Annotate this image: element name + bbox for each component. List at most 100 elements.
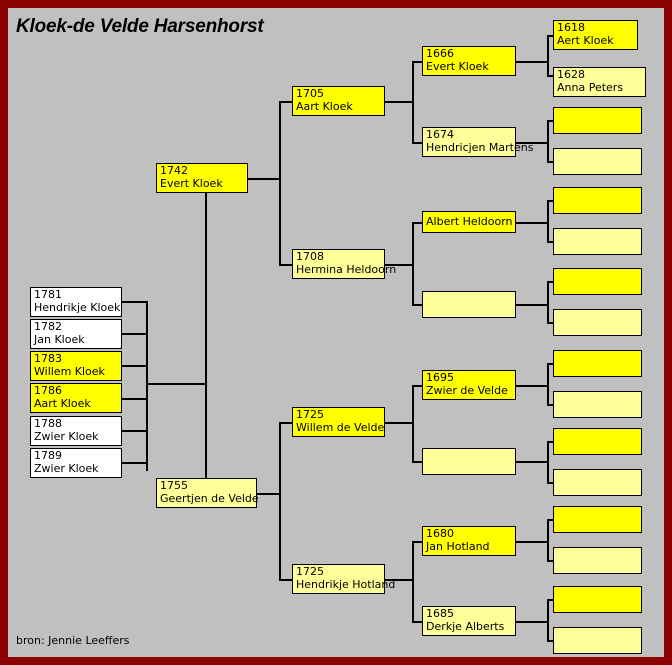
person-name: Anna Peters bbox=[557, 81, 624, 94]
person-name: Zwier Kloek bbox=[34, 462, 99, 475]
person-node-child-5[interactable]: 1788 Zwier Kloek bbox=[30, 416, 122, 446]
connector-gggp-blank6 bbox=[547, 241, 553, 243]
person-node-mother[interactable]: 1755 Geertjen de Velde bbox=[156, 478, 259, 508]
person-name: Jan Hotland bbox=[426, 540, 490, 553]
person-node-gggp-3[interactable] bbox=[553, 107, 642, 134]
connector-ggp-blank2 bbox=[412, 461, 422, 463]
person-node-ggp-5[interactable]: 1695 Zwier de Velde bbox=[422, 370, 516, 400]
connector-gggp4-spine bbox=[547, 281, 549, 323]
person-node-gggp-6[interactable] bbox=[553, 228, 642, 255]
person-year: 1666 bbox=[426, 47, 454, 60]
person-node-gggp-4[interactable] bbox=[553, 148, 642, 175]
connector-derkje-to-couple bbox=[516, 621, 548, 623]
person-year: 1755 bbox=[160, 479, 188, 492]
connector-gggp-anna bbox=[547, 75, 553, 77]
person-node-gggp-14[interactable] bbox=[553, 547, 642, 574]
connector-gggp6-spine bbox=[547, 441, 549, 483]
page-title: Kloek-de Velde Harsenhorst bbox=[16, 16, 264, 37]
connector-child-3 bbox=[121, 365, 147, 367]
connector-ggp4-spine bbox=[412, 541, 414, 622]
connector-aart-to-couple bbox=[385, 101, 413, 103]
person-year: 1725 bbox=[296, 565, 324, 578]
person-node-child-3[interactable]: 1783 Willem Kloek bbox=[30, 351, 122, 381]
person-year: 1725 bbox=[296, 408, 324, 421]
connector-gggp-blank11 bbox=[547, 441, 553, 443]
person-node-gggp-11[interactable] bbox=[553, 428, 642, 455]
person-year: 1674 bbox=[426, 128, 454, 141]
person-node-gggp-7[interactable] bbox=[553, 268, 642, 295]
connector-ggp2-spine bbox=[412, 222, 414, 305]
person-node-gggp-13[interactable] bbox=[553, 506, 642, 533]
person-node-ggp-3[interactable]: Albert Heldoorn bbox=[422, 211, 516, 233]
person-year: 1708 bbox=[296, 250, 324, 263]
person-year: 1783 bbox=[34, 352, 62, 365]
person-node-gggp-9[interactable] bbox=[553, 350, 642, 377]
connector-gggp1-spine bbox=[547, 35, 549, 76]
person-name: Jan Kloek bbox=[34, 333, 85, 346]
person-node-ggp-6[interactable] bbox=[422, 448, 516, 475]
person-name: Aert Kloek bbox=[557, 34, 614, 47]
person-node-gggp-16[interactable] bbox=[553, 627, 642, 654]
person-node-grandfather-paternal[interactable]: 1705 Aart Kloek bbox=[292, 86, 385, 116]
person-node-gggp-15[interactable] bbox=[553, 586, 642, 613]
person-node-father[interactable]: 1742 Evert Kloek bbox=[156, 163, 248, 193]
connector-gggp-aert1618 bbox=[547, 35, 553, 37]
connector-gp-hendrikjeh bbox=[279, 579, 292, 581]
connector-ggp3-spine bbox=[412, 385, 414, 462]
person-year: 1788 bbox=[34, 417, 62, 430]
connector-gggp-blank10 bbox=[547, 404, 553, 406]
person-node-gggp-1[interactable]: 1618 Aert Kloek bbox=[553, 20, 638, 50]
person-node-grandfather-maternal[interactable]: 1725 Willem de Velde bbox=[292, 407, 385, 437]
connector-father-to-couple bbox=[248, 178, 280, 180]
connector-child-6 bbox=[121, 462, 147, 464]
person-year: 1685 bbox=[426, 607, 454, 620]
person-node-child-1[interactable]: 1781 Hendrikje Kloek bbox=[30, 287, 122, 317]
person-node-child-4[interactable]: 1786 Aart Kloek bbox=[30, 383, 122, 413]
person-node-ggp-1[interactable]: 1666 Evert Kloek bbox=[422, 46, 516, 76]
connector-gggp8-spine bbox=[547, 599, 549, 641]
person-name: Aart Kloek bbox=[34, 397, 91, 410]
person-year: 1789 bbox=[34, 449, 62, 462]
person-node-ggp-8[interactable]: 1685 Derkje Alberts bbox=[422, 606, 516, 636]
connector-ggp-evert1666 bbox=[412, 61, 422, 63]
connector-evert1666-to-couple bbox=[516, 61, 548, 63]
person-name: Derkje Alberts bbox=[426, 620, 505, 633]
connector-hermina-to-couple bbox=[385, 264, 413, 266]
connector-ggp-hendricjen bbox=[412, 142, 422, 144]
connector-gggp5-spine bbox=[547, 363, 549, 405]
person-node-ggp-2[interactable]: 1674 Hendricjen Martens bbox=[422, 127, 534, 157]
person-name: Evert Kloek bbox=[160, 177, 223, 190]
connector-ggp-blank1 bbox=[412, 304, 422, 306]
connector-child-4 bbox=[121, 398, 147, 400]
connector-parents-spine bbox=[205, 178, 207, 493]
connector-gggp-blank15 bbox=[547, 599, 553, 601]
person-year: 1782 bbox=[34, 320, 62, 333]
connector-gggp-blank14 bbox=[547, 560, 553, 562]
connector-janhotland-to-couple bbox=[516, 541, 548, 543]
person-node-gggp-5[interactable] bbox=[553, 187, 642, 214]
person-node-grandmother-maternal[interactable]: 1725 Hendrikje Hotland bbox=[292, 564, 396, 594]
connector-gggp-blank3 bbox=[547, 120, 553, 122]
person-name: Willem de Velde bbox=[296, 421, 385, 434]
connector-ggp1-spine bbox=[412, 61, 414, 143]
connector-gp-aart bbox=[279, 101, 292, 103]
person-node-ggp-7[interactable]: 1680 Jan Hotland bbox=[422, 526, 516, 556]
person-node-gggp-8[interactable] bbox=[553, 309, 642, 336]
connector-gggp2-spine bbox=[547, 120, 549, 162]
person-name: Hendrikje Hotland bbox=[296, 578, 396, 591]
connector-children-to-parents bbox=[146, 383, 206, 385]
connector-gggp-blank9 bbox=[547, 363, 553, 365]
person-node-child-6[interactable]: 1789 Zwier Kloek bbox=[30, 448, 122, 478]
person-name: Hendricjen Martens bbox=[426, 141, 534, 154]
person-node-gggp-12[interactable] bbox=[553, 469, 642, 496]
person-year: 1618 bbox=[557, 21, 585, 34]
person-node-grandmother-paternal[interactable]: 1708 Hermina Heldoorn bbox=[292, 249, 396, 279]
connector-albert-to-couple bbox=[516, 222, 548, 224]
connector-ggp-janhotland bbox=[412, 541, 422, 543]
person-node-child-2[interactable]: 1782 Jan Kloek bbox=[30, 319, 122, 349]
connector-gggp-blank16 bbox=[547, 640, 553, 642]
connector-gggp-blank12 bbox=[547, 482, 553, 484]
person-node-gggp-10[interactable] bbox=[553, 391, 642, 418]
person-node-gggp-2[interactable]: 1628 Anna Peters bbox=[553, 67, 646, 97]
person-node-ggp-4[interactable] bbox=[422, 291, 516, 318]
